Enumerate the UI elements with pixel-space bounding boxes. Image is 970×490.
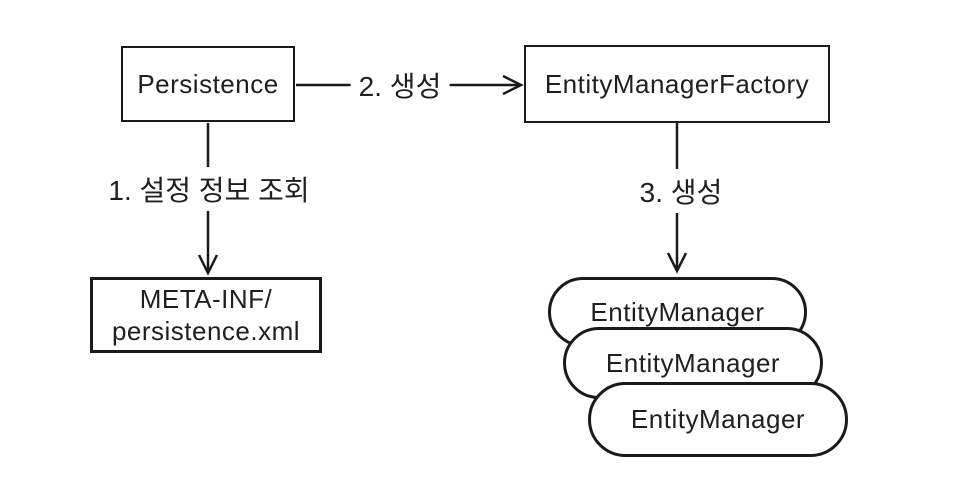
edge-label-create-factory: 2. 생성 xyxy=(350,63,450,107)
entity-manager-factory-node: EntityManagerFactory xyxy=(524,45,830,123)
entity-manager-factory-node-label: EntityManagerFactory xyxy=(544,68,810,99)
entity-manager-node-3-label: EntityManager xyxy=(630,404,806,434)
edge-config-lookup-arrowhead xyxy=(197,254,219,276)
persistence-node-label: Persistence xyxy=(137,68,279,99)
persistence-node: Persistence xyxy=(121,46,295,122)
meta-inf-node-label: META-INF/ persistence.xml xyxy=(112,283,300,347)
meta-inf-persistence-xml-node: META-INF/ persistence.xml xyxy=(90,277,322,353)
edge-create-factory-arrowhead xyxy=(502,74,524,96)
edge-create-manager-arrowhead xyxy=(666,252,688,274)
edge-label-config-lookup: 1. 설정 정보 조회 xyxy=(100,167,318,211)
meta-inf-node-label-line1: META-INF/ xyxy=(139,284,273,314)
entity-manager-node-3: EntityManager xyxy=(588,382,848,457)
meta-inf-node-label-line2: persistence.xml xyxy=(111,316,301,346)
entity-manager-node-1-label: EntityManager xyxy=(590,296,765,327)
entity-manager-node-2-label: EntityManager xyxy=(605,347,781,378)
edge-label-create-manager: 3. 생성 xyxy=(631,169,731,213)
